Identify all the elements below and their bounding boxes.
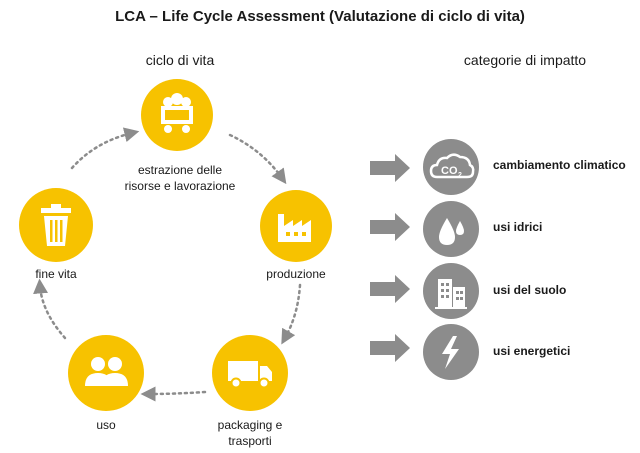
impact-water-label: usi idrici	[493, 220, 543, 234]
step-finevita-circle	[19, 188, 93, 262]
impact-energy-label: usi energetici	[493, 344, 571, 358]
step-produzione-label: produzione	[266, 267, 326, 281]
step-packaging-label: packaging e trasporti	[217, 418, 283, 448]
step-produzione-circle	[260, 190, 332, 262]
step-estrazione-circle	[141, 79, 213, 151]
step-packaging-circle	[212, 335, 288, 411]
mining-cart-icon	[161, 93, 193, 133]
impacts-heading: categorie di impatto	[463, 52, 587, 68]
impact-soil-circle	[423, 263, 479, 319]
step-uso-label: uso	[96, 418, 116, 432]
arrow-packaging-to-uso	[140, 386, 207, 402]
lightning-icon	[442, 336, 459, 369]
impact-climate-circle: CO 2	[423, 139, 479, 195]
lifecycle-heading: ciclo di vita	[145, 52, 215, 68]
co2-cloud-icon: CO 2	[429, 153, 475, 179]
impact-soil-label: usi del suolo	[493, 283, 567, 297]
users-icon	[85, 357, 128, 386]
water-drops-icon	[439, 218, 464, 245]
truck-icon	[228, 361, 272, 389]
co2-subscript: 2	[458, 172, 462, 179]
step-finevita-label: fine vita	[35, 267, 77, 281]
arrow-uso-to-finevita	[33, 278, 67, 340]
trash-bin-icon	[41, 204, 71, 246]
impact-arrow-2	[370, 213, 410, 241]
impact-energy-circle	[423, 324, 479, 380]
arrow-finevita-to-estrazione	[70, 127, 140, 170]
factory-icon	[278, 214, 311, 242]
impact-arrow-4	[370, 334, 410, 362]
step-estrazione-label: estrazione delle risorse e lavorazione	[124, 163, 236, 193]
impact-climate-label: cambiamento climatico	[493, 158, 626, 172]
buildings-icon	[435, 279, 467, 309]
impact-water-circle	[423, 201, 479, 257]
impact-arrow-1	[370, 154, 410, 182]
arrow-estrazione-to-produzione	[228, 133, 287, 185]
arrow-produzione-to-packaging	[281, 283, 302, 345]
step-uso-circle	[68, 335, 144, 411]
impact-arrow-3	[370, 275, 410, 303]
diagram-title: LCA – Life Cycle Assessment (Valutazione…	[115, 8, 525, 25]
co2-text: CO	[441, 165, 458, 177]
